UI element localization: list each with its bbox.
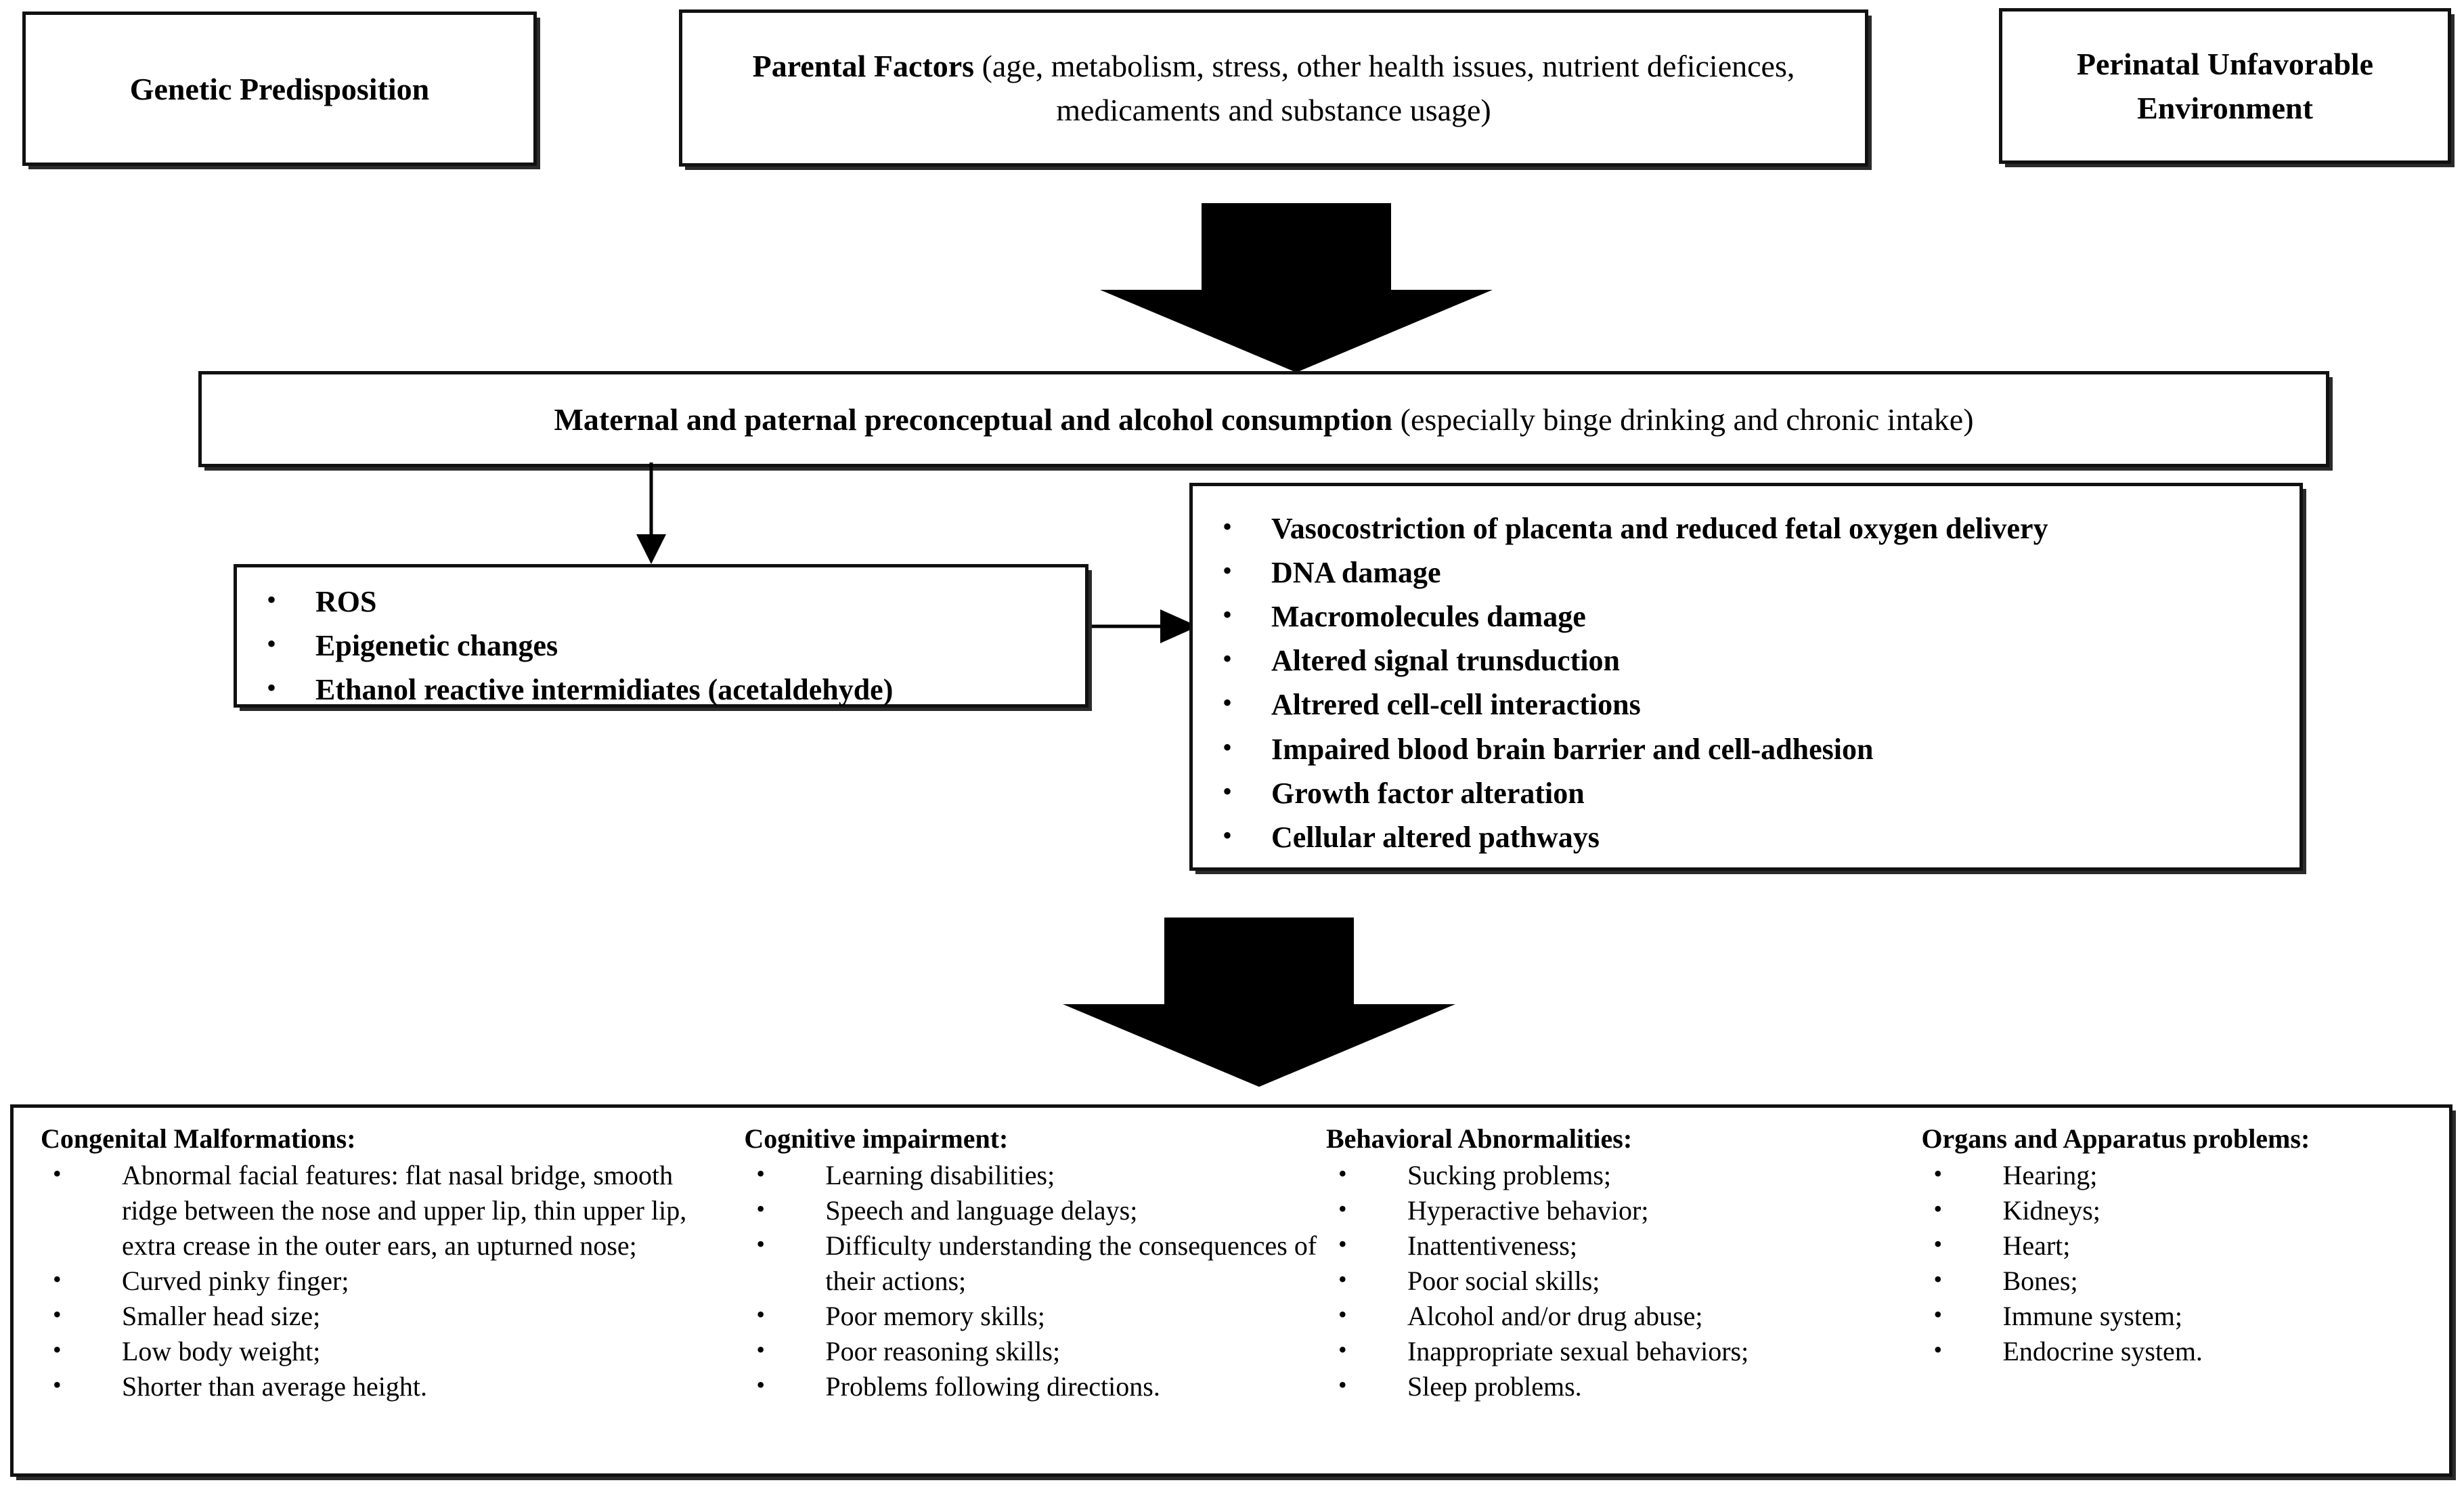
box-parental-factors: Parental Factors (age, metabolism, stres… <box>679 9 1868 167</box>
list-item: Inattentiveness; <box>1326 1228 1915 1264</box>
perinatal-environment-label: Perinatal Unfavorable Environment <box>2076 46 2374 125</box>
list-item: Sleep problems. <box>1326 1369 1915 1404</box>
list-item: Abnormal facial features: flat nasal bri… <box>41 1158 724 1264</box>
list-item: Learning disabilities; <box>744 1158 1319 1193</box>
list-item: Bones; <box>1921 1264 2449 1299</box>
list-item: Kidneys; <box>1921 1193 2449 1228</box>
list-item: Alcohol and/or drug abuse; <box>1326 1299 1915 1334</box>
outcome-list: Learning disabilities; Speech and langua… <box>744 1158 1319 1404</box>
list-item: Sucking problems; <box>1326 1158 1915 1193</box>
outcome-heading: Behavioral Abnormalities: <box>1325 1123 1633 1154</box>
outcome-column-organs-apparatus-problems: Organs and Apparatus problems: Hearing; … <box>1914 1123 2449 1473</box>
effects-list: Vasocostriction of placenta and reduced … <box>1213 506 2300 859</box>
box-mechanisms: ROS Epigenetic changes Ethanol reactive … <box>234 564 1088 708</box>
box-perinatal-environment: Perinatal Unfavorable Environment <box>1999 8 2451 164</box>
thin-down-arrow-icon <box>617 462 685 564</box>
outcome-heading: Congenital Malformations: <box>41 1123 356 1154</box>
list-item: Heart; <box>1921 1228 2449 1264</box>
down-arrow-icon-top <box>1100 203 1493 372</box>
list-item: Low body weight; <box>41 1334 724 1369</box>
list-item: Smaller head size; <box>41 1299 724 1334</box>
list-item: Cellular altered pathways <box>1213 815 2300 859</box>
outcomes-columns: Congenital Malformations: Abnormal facia… <box>14 1108 2449 1473</box>
outcome-list: Hearing; Kidneys; Heart; Bones; Immune s… <box>1921 1158 2449 1369</box>
box-maternal-paternal-consumption: Maternal and paternal preconceptual and … <box>198 371 2329 467</box>
list-item: Inappropriate sexual behaviors; <box>1326 1334 1915 1369</box>
list-item: Problems following directions. <box>744 1369 1319 1404</box>
maternal-consumption-detail: (especially binge drinking and chronic i… <box>1392 402 1974 437</box>
box-molecular-effects: Vasocostriction of placenta and reduced … <box>1189 483 2303 871</box>
parental-factors-detail: (age, metabolism, stress, other health i… <box>974 48 1795 127</box>
list-item: Poor social skills; <box>1326 1264 1915 1299</box>
list-item: Macromolecules damage <box>1213 595 2300 639</box>
list-item: Poor reasoning skills; <box>744 1334 1319 1369</box>
box-genetic-predisposition: Genetic Predisposition <box>22 12 537 166</box>
maternal-consumption-text: Maternal and paternal preconceptual and … <box>554 402 1973 437</box>
list-item: Endocrine system. <box>1921 1334 2449 1369</box>
list-item: Altered signal trunsduction <box>1213 639 2300 683</box>
genetic-predisposition-label: Genetic Predisposition <box>129 71 430 106</box>
list-item: Growth factor alteration <box>1213 771 2300 815</box>
outcome-heading: Cognitive impairment: <box>744 1123 1009 1154</box>
thin-right-arrow-icon <box>1070 596 1198 657</box>
list-item: Curved pinky finger; <box>41 1264 724 1299</box>
parental-factors-text: Parental Factors (age, metabolism, stres… <box>723 44 1824 133</box>
outcome-column-congenital-malformations: Congenital Malformations: Abnormal facia… <box>14 1123 724 1473</box>
list-item: Impaired blood brain barrier and cell-ad… <box>1213 727 2300 771</box>
mechanisms-list: ROS Epigenetic changes Ethanol reactive … <box>257 580 1085 712</box>
list-item: Epigenetic changes <box>257 624 1085 668</box>
list-item: Poor memory skills; <box>744 1299 1319 1334</box>
list-item: Vasocostriction of placenta and reduced … <box>1213 506 2300 551</box>
parental-factors-label: Parental Factors <box>752 48 975 83</box>
list-item: Ethanol reactive intermidiates (acetalde… <box>257 668 1085 712</box>
outcome-list: Sucking problems; Hyperactive behavior; … <box>1326 1158 1915 1404</box>
list-item: Hyperactive behavior; <box>1326 1193 1915 1228</box>
list-item: Immune system; <box>1921 1299 2449 1334</box>
list-item: Speech and language delays; <box>744 1193 1319 1228</box>
list-item: Difficulty understanding the consequence… <box>744 1228 1319 1299</box>
outcome-column-cognitive-impairment: Cognitive impairment: Learning disabilit… <box>724 1123 1319 1473</box>
outcome-list: Abnormal facial features: flat nasal bri… <box>41 1158 724 1404</box>
list-item: ROS <box>257 580 1085 624</box>
box-outcomes: Congenital Malformations: Abnormal facia… <box>10 1104 2452 1477</box>
list-item: Hearing; <box>1921 1158 2449 1193</box>
list-item: Altrered cell-cell interactions <box>1213 683 2300 727</box>
list-item: Shorter than average height. <box>41 1369 724 1404</box>
list-item: DNA damage <box>1213 551 2300 595</box>
outcome-heading: Organs and Apparatus problems: <box>1921 1123 2310 1154</box>
down-arrow-icon-bottom <box>1063 918 1455 1087</box>
maternal-consumption-label: Maternal and paternal preconceptual and … <box>554 402 1393 437</box>
outcome-column-behavioral-abnormalities: Behavioral Abnormalities: Sucking proble… <box>1319 1123 1915 1473</box>
